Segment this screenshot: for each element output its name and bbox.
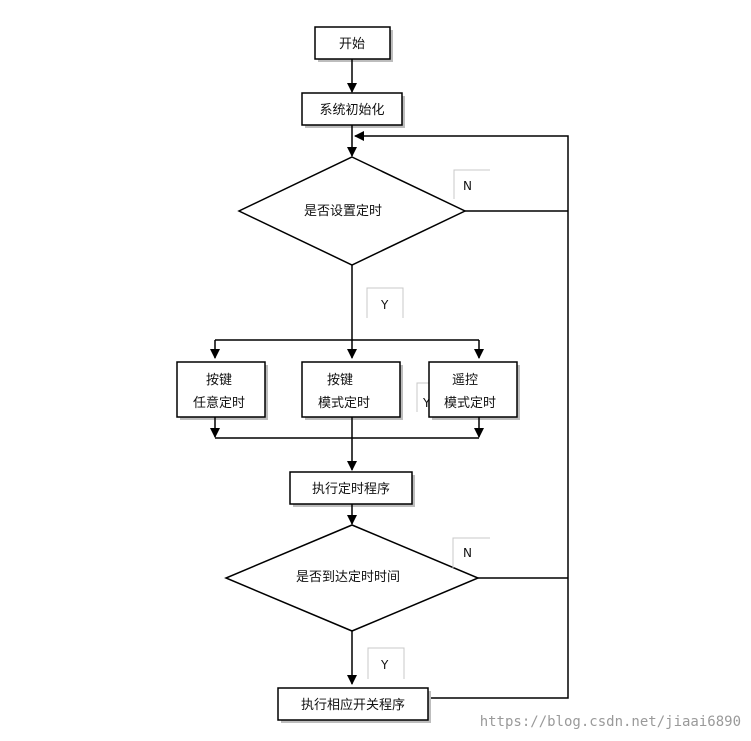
decision-set-timer: 是否设置定时 <box>237 156 467 266</box>
loop-back-line <box>354 131 569 699</box>
option-left-line2: 任意定时 <box>193 395 245 411</box>
option-right-line2: 模式定时 <box>444 396 496 411</box>
no-label-2: N <box>463 546 472 560</box>
init-label: 系统初始化 <box>319 103 384 118</box>
decision-time-reached: 是否到达定时时间 <box>224 524 480 632</box>
option-left-node: 按键 任意定时 <box>176 361 268 420</box>
option-middle-line1: 按键 <box>327 373 353 388</box>
yes-label-1: Y <box>380 298 389 312</box>
decision-set-timer-label: 是否设置定时 <box>304 204 382 219</box>
init-node: 系统初始化 <box>301 92 405 128</box>
option-right-node: 遥控 模式定时 <box>428 361 520 420</box>
no-flag-2: N <box>452 537 490 568</box>
stray-y-flag: Y <box>416 382 431 412</box>
execute-timer-label: 执行定时程序 <box>312 482 390 497</box>
watermark-text: https://blog.csdn.net/jiaai6890 <box>480 714 741 730</box>
execute-timer-node: 执行定时程序 <box>289 471 415 507</box>
execute-switch-node: 执行相应开关程序 <box>277 687 431 723</box>
option-left-line1: 按键 <box>206 373 232 388</box>
yes-flag-2: Y <box>367 647 405 679</box>
option-middle-node: 按键 模式定时 <box>301 361 403 420</box>
option-middle-line2: 模式定时 <box>318 396 370 411</box>
no-label-1: N <box>463 179 472 193</box>
start-label: 开始 <box>339 37 365 52</box>
option-right-line1: 遥控 <box>452 373 478 388</box>
yes-flag-1: Y <box>366 287 404 318</box>
no-flag-1: N <box>453 169 490 199</box>
stray-y-label: Y <box>422 396 431 410</box>
yes-label-2: Y <box>380 658 389 672</box>
decision-time-reached-label: 是否到达定时时间 <box>296 570 400 585</box>
start-node: 开始 <box>314 26 393 62</box>
execute-switch-label: 执行相应开关程序 <box>301 697 405 713</box>
